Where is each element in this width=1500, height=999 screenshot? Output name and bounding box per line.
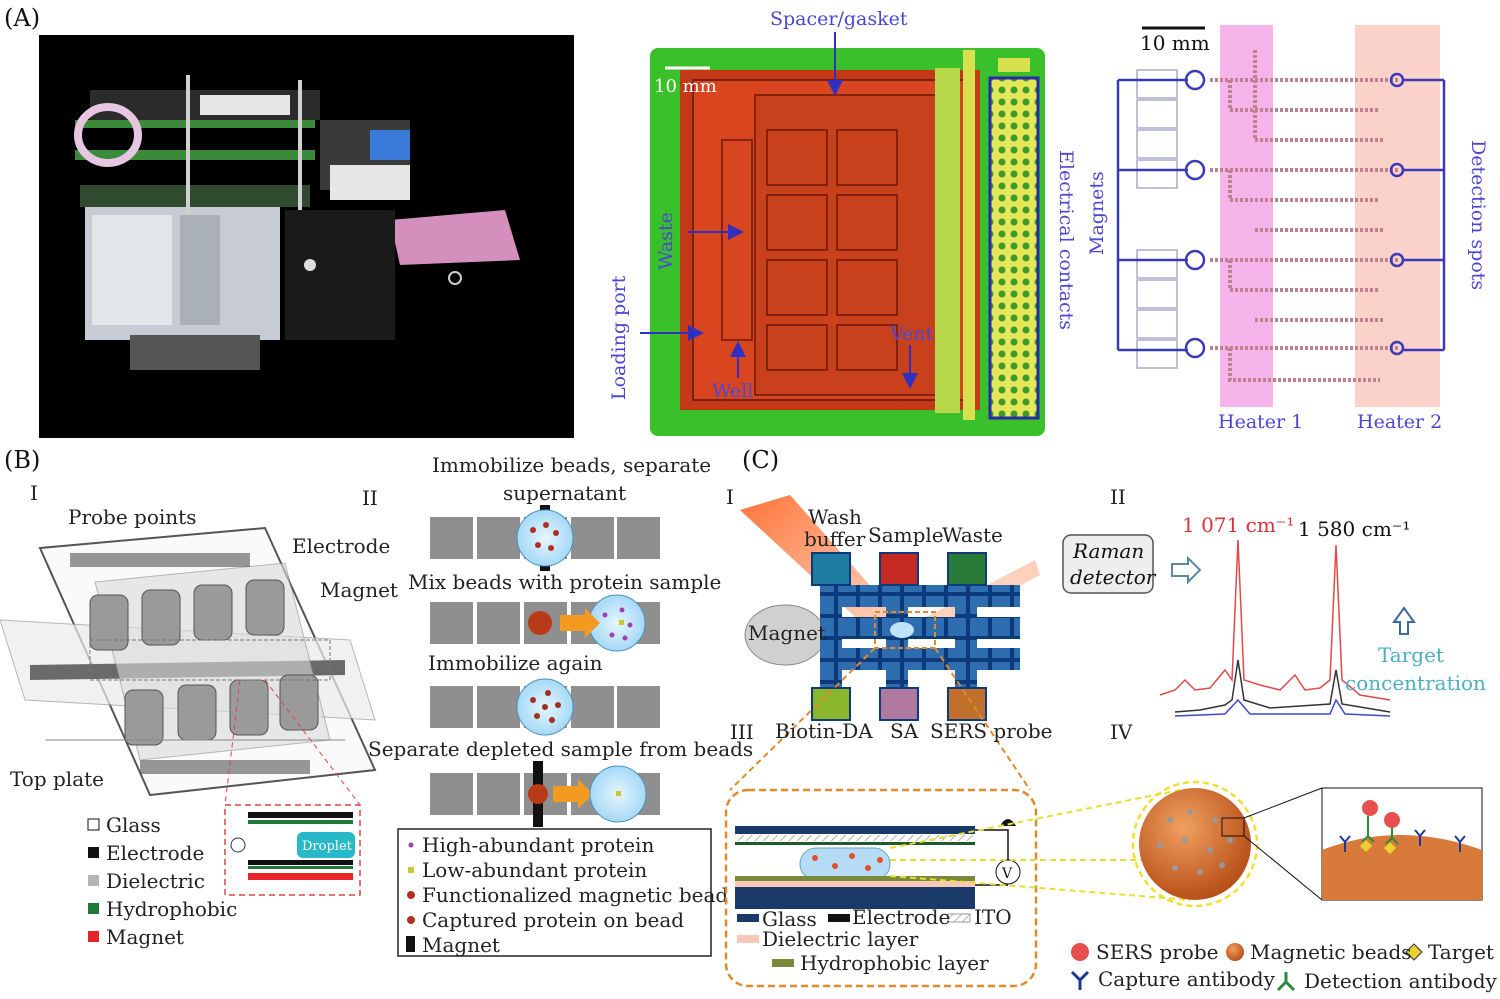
layer-stack (735, 789, 1191, 909)
step2-label: Mix beads with protein sample (408, 570, 721, 594)
peak2-label: 1 580 cm⁻¹ (1298, 517, 1410, 541)
bead-legend-detection: Detection antibody (1304, 969, 1498, 993)
well-label: Well (712, 380, 753, 402)
panel-a-tag: (A) (4, 4, 40, 32)
step-legend-box (397, 828, 712, 957)
panel-c-sub2: II (1110, 485, 1126, 509)
step-legend-low: Low-abundant protein (422, 858, 647, 882)
droplet-label: Droplet (302, 839, 353, 854)
magnetic-bead-zoom (1131, 780, 1483, 908)
panel-c-tag: (C) (742, 446, 779, 474)
bead-legend-markers (1070, 943, 1423, 992)
panel-c-sub4: IV (1110, 720, 1133, 744)
step-legend-markers (406, 842, 415, 952)
step3-label: Immobilize again (428, 651, 603, 675)
legend-swatch-dielectric (88, 875, 99, 886)
raman-detector-box (1062, 534, 1154, 594)
heater2-label: Heater 2 (1357, 411, 1442, 433)
layer-zoom-box (724, 788, 1038, 988)
wash-label-a: Wash (808, 505, 862, 529)
chip-channels (721, 129, 898, 371)
electrical-contacts-label: Electrical contacts (1055, 150, 1077, 330)
legend-hydrophobic: Hydrophobic (106, 897, 237, 921)
biotin-label: Biotin-DA (775, 719, 873, 743)
layer-legend-swatches (737, 913, 971, 967)
step-legend-captured: Captured protein on bead (422, 908, 684, 932)
dielectric-c-label: Dielectric layer (762, 927, 919, 951)
sers-probe-chip-label: SERS probe (930, 719, 1052, 743)
panel-c-sub1: I (726, 485, 734, 509)
target-label-b: concentration (1345, 671, 1486, 695)
legend-glass: Glass (106, 813, 161, 837)
detection-spots-label: Detection spots (1467, 140, 1489, 290)
waste-label: Waste (655, 212, 677, 270)
legend-swatch-hydrophobic (88, 903, 99, 914)
dmf-device-drawing (0, 526, 377, 896)
step1-label-b: supernatant (503, 481, 626, 505)
voltage-label: V (1001, 866, 1013, 882)
panel-b-sub2: II (362, 486, 378, 510)
hydrophobic-c-label: Hydrophobic layer (800, 951, 989, 975)
material-legend (87, 818, 100, 942)
peak1-label: 1 071 cm⁻¹ (1182, 513, 1294, 537)
panel-b-tag: (B) (4, 446, 40, 474)
legend-swatch-magnet (88, 931, 99, 942)
step4-label: Separate depleted sample from beads (368, 737, 753, 761)
top-plate-label: Top plate (10, 767, 104, 791)
bead-legend-target: Target (1428, 940, 1494, 964)
step-legend-bead: Functionalized magnetic bead (422, 883, 728, 907)
wash-label-b: buffer (804, 527, 866, 551)
panel-b-sub1: I (30, 481, 38, 505)
dmf-chip-photo (650, 48, 1045, 436)
loading-port-label: Loading port (608, 275, 630, 400)
bead-legend-sers: SERS probe (1096, 940, 1218, 964)
step1-label-a: Immobilize beads, separate (432, 453, 711, 477)
magnet-c-label: Magnet (748, 621, 826, 645)
sa-label: SA (890, 719, 919, 743)
bead-legend-capture: Capture antibody (1098, 967, 1276, 991)
probe-points-label: Probe points (68, 505, 196, 529)
heater-schematic (1116, 25, 1446, 407)
legend-swatch-electrode (88, 847, 99, 858)
instrument-photo (39, 35, 574, 438)
step-droplets (516, 505, 647, 827)
chip-scale-label: 10 mm (654, 76, 717, 97)
panel-c-sub3: III (730, 720, 754, 744)
legend-magnet: Magnet (106, 925, 184, 949)
raman-spectra (1159, 539, 1391, 717)
sers-dmf-chip (729, 495, 1040, 791)
spacer-label: Spacer/gasket (770, 8, 908, 30)
glass-c-label: Glass (762, 907, 817, 931)
waste-c-label: Waste (942, 523, 1003, 547)
vent-label: Vent (889, 323, 933, 345)
magnets-label: Magnets (1086, 171, 1108, 255)
legend-dielectric: Dielectric (106, 869, 205, 893)
target-label-a: Target (1378, 643, 1444, 667)
electrode-c-label: Electrode (852, 905, 950, 929)
ito-label: ITO (974, 905, 1012, 929)
raman-arrow (1171, 555, 1202, 585)
magnet-label: Magnet (320, 578, 398, 602)
step-legend-magnet: Magnet (422, 933, 500, 957)
electrode-label: Electrode (292, 534, 390, 558)
legend-electrode: Electrode (106, 841, 204, 865)
raman-label-b: detector (1070, 565, 1157, 589)
schematic-scale-label: 10 mm (1140, 31, 1210, 55)
bead-legend-beads: Magnetic beads (1250, 940, 1412, 964)
heater1-label: Heater 1 (1218, 411, 1303, 433)
sample-label: Sample (868, 523, 944, 547)
raman-label-a: Raman (1072, 539, 1144, 563)
up-arrow (1392, 606, 1416, 635)
legend-swatch-glass (87, 818, 100, 831)
step-legend-high: High-abundant protein (422, 833, 654, 857)
